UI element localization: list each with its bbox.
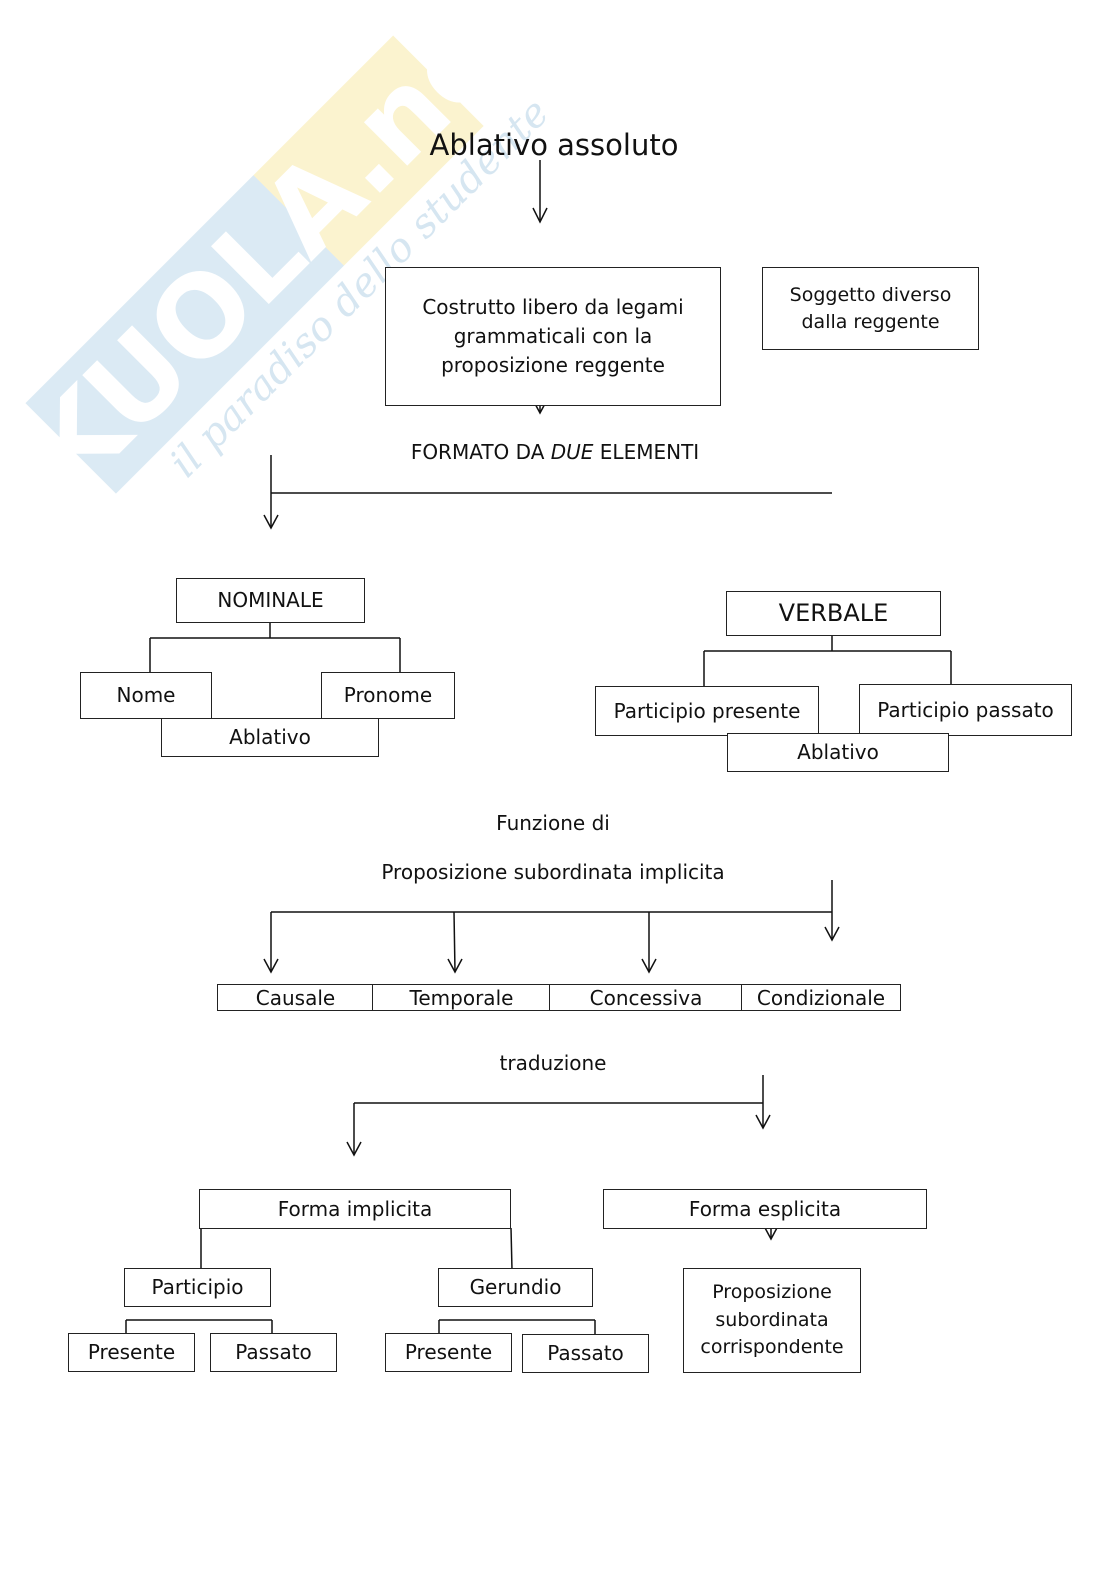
nominal-box: NOMINALE <box>176 578 365 623</box>
arrowhead-concessiva <box>641 958 657 974</box>
gerund-past-box: Passato <box>522 1334 649 1373</box>
arrowhead-causale <box>263 958 279 974</box>
verbal-past-label: Participio passato <box>877 697 1054 722</box>
arrowhead-condizionale <box>824 926 840 942</box>
function-intro: Funzione di <box>496 811 610 835</box>
participle-present-label: Presente <box>87 1340 176 1364</box>
subject-note-box: Soggetto diverso dalla reggente <box>762 267 979 350</box>
nominal-pronoun-label: Pronome <box>343 683 433 707</box>
formed-by-pre: FORMATO DA <box>410 440 551 464</box>
verbal-case-box: Ablativo <box>727 733 949 772</box>
function-causal-box: Causale <box>217 984 374 1011</box>
verbal-present-label: Participio presente <box>613 698 801 723</box>
nominal-label: NOMINALE <box>217 588 324 612</box>
nominal-noun-box: Nome <box>80 672 212 719</box>
participle-past-box: Passato <box>210 1333 337 1372</box>
diagram-title: Ablativo assoluto <box>429 128 679 162</box>
function-concessive-label: Concessiva <box>589 985 703 1010</box>
function-conditional-label: Condizionale <box>756 985 886 1010</box>
connector-gerundio <box>510 1227 513 1271</box>
gerund-present-box: Presente <box>385 1333 512 1372</box>
formed-by-post: ELEMENTI <box>593 440 700 464</box>
arrowhead-implicit <box>346 1141 362 1157</box>
participle-box: Participio <box>124 1268 271 1307</box>
explicit-box: Forma esplicita <box>603 1189 927 1229</box>
function-conditional-box: Condizionale <box>741 984 901 1011</box>
implicit-label: Forma implicita <box>277 1196 433 1221</box>
participle-past-label: Passato <box>235 1340 312 1364</box>
gerund-box: Gerundio <box>438 1268 593 1307</box>
explicit-label: Forma esplicita <box>688 1196 842 1221</box>
nominal-case-box: Ablativo <box>161 718 379 757</box>
function-temporal-box: Temporale <box>372 984 551 1011</box>
definition-box: Costrutto libero da legami grammaticali … <box>385 267 721 406</box>
verbal-label: VERBALE <box>778 599 889 628</box>
arrowhead-title <box>532 207 548 224</box>
formed-by-label: FORMATO DA DUE ELEMENTI <box>340 440 770 464</box>
function-causal-label: Causale <box>255 985 336 1010</box>
gerund-present-label: Presente <box>404 1340 493 1364</box>
definition-text: Costrutto libero da legami grammaticali … <box>422 295 684 377</box>
arrowhead-formato <box>263 514 279 530</box>
function-label: Proposizione subordinata implicita <box>381 860 725 884</box>
nominal-noun-label: Nome <box>116 683 176 707</box>
nominal-case-label: Ablativo <box>229 725 311 749</box>
arrowhead-temporale <box>447 958 463 974</box>
gerund-past-label: Passato <box>547 1341 624 1365</box>
gerund-label: Gerundio <box>469 1275 562 1299</box>
verbal-past-box: Participio passato <box>859 684 1072 736</box>
verbal-present-box: Participio presente <box>595 686 819 736</box>
function-temporal-label: Temporale <box>409 985 514 1010</box>
explicit-result-box: Proposizione subordinata corrispondente <box>683 1268 861 1373</box>
explicit-result-text: Proposizione subordinata corrispondente <box>700 1281 844 1359</box>
formed-by-emph: DUE <box>550 440 594 464</box>
verbal-box: VERBALE <box>726 591 941 636</box>
translation-label: traduzione <box>499 1051 607 1075</box>
connector-temporale <box>453 911 456 973</box>
function-concessive-box: Concessiva <box>549 984 743 1011</box>
nominal-pronoun-box: Pronome <box>321 672 455 719</box>
participle-label: Participio <box>151 1275 244 1299</box>
verbal-case-label: Ablativo <box>797 740 879 764</box>
arrowhead-explicit <box>755 1114 771 1130</box>
subject-note-text: Soggetto diverso dalla reggente <box>789 283 952 333</box>
participle-present-box: Presente <box>68 1333 195 1372</box>
arrowhead-esplicita <box>763 1225 779 1241</box>
implicit-box: Forma implicita <box>199 1189 511 1229</box>
